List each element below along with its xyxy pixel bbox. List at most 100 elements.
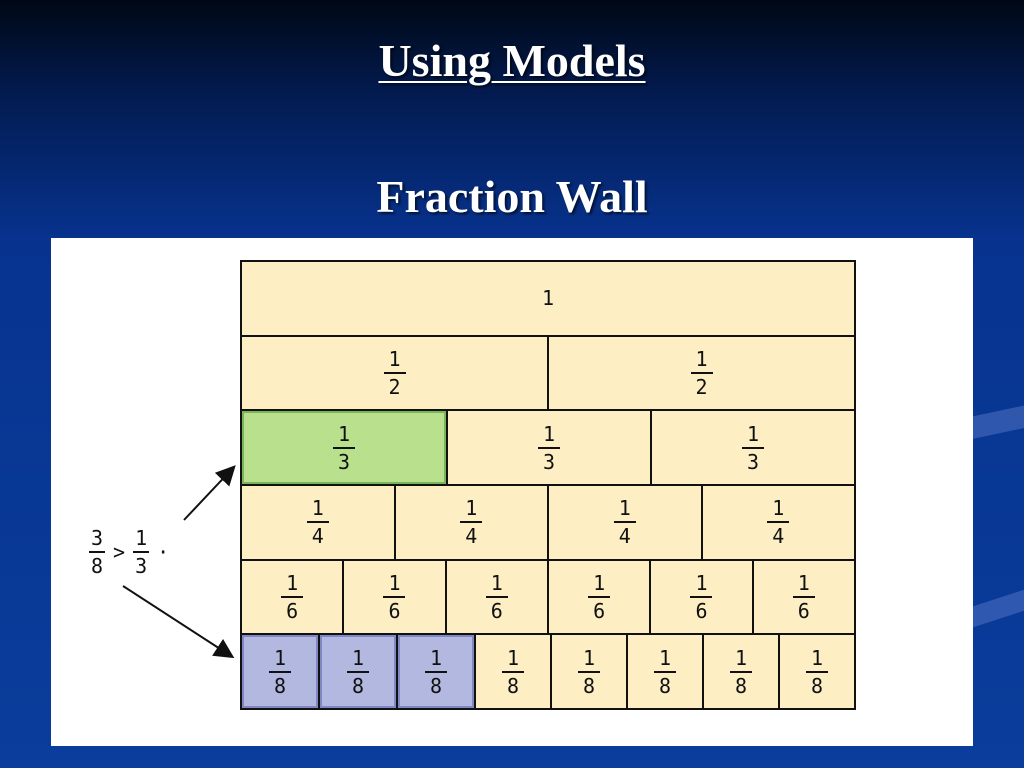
fraction-bar xyxy=(347,670,369,673)
fraction-denominator: 6 xyxy=(490,599,503,624)
fraction-bar xyxy=(538,446,560,449)
fraction-numerator: 1 xyxy=(465,496,478,521)
fraction-numerator: 1 xyxy=(582,645,596,670)
fraction-denominator: 4 xyxy=(772,524,785,549)
fraction-bar xyxy=(333,446,355,449)
fraction-bar xyxy=(425,670,447,673)
fraction-numerator: 1 xyxy=(734,645,748,670)
slide-title: Using Models xyxy=(378,35,646,86)
fraction-numerator: 1 xyxy=(658,645,672,670)
fraction-numerator: 1 xyxy=(593,571,606,596)
whole-label: 1 xyxy=(541,286,555,311)
fraction-denominator: 6 xyxy=(286,599,299,624)
fraction-numerator: 1 xyxy=(337,421,351,446)
fraction-numerator: 1 xyxy=(351,645,365,670)
fraction-denominator: 8 xyxy=(582,673,596,698)
comparison-trail: · xyxy=(157,540,170,564)
fraction-denominator: 4 xyxy=(311,524,324,549)
fraction-numerator: 1 xyxy=(746,421,760,446)
fraction-bar xyxy=(588,596,611,599)
fraction-denominator: 8 xyxy=(810,673,824,698)
fraction-denominator: 2 xyxy=(695,375,708,399)
fraction-numerator: 3 xyxy=(91,526,104,550)
fraction-bar xyxy=(502,670,524,673)
fraction-bar xyxy=(281,596,304,599)
fraction-bar xyxy=(806,670,828,673)
fraction-denominator: 6 xyxy=(797,599,810,624)
fraction-numerator: 1 xyxy=(542,421,556,446)
fraction-denominator: 2 xyxy=(388,375,401,399)
fraction-denominator: 4 xyxy=(465,524,478,549)
fraction-bar xyxy=(460,521,483,524)
fraction-numerator: 1 xyxy=(772,496,785,521)
fraction-bar xyxy=(133,551,150,553)
fraction-denominator: 3 xyxy=(337,449,351,474)
fraction-bar xyxy=(690,596,713,599)
fraction-numerator: 1 xyxy=(135,526,148,550)
fraction-numerator: 1 xyxy=(797,571,810,596)
arrow-to-eighths xyxy=(122,585,235,659)
fraction-three-eighths: 3 8 xyxy=(87,528,107,576)
fraction-denominator: 8 xyxy=(658,673,672,698)
fraction-numerator: 1 xyxy=(286,571,299,596)
fraction-denominator: 6 xyxy=(695,599,708,624)
fraction-bar xyxy=(383,372,406,374)
fraction-numerator: 1 xyxy=(429,645,443,670)
fraction-numerator: 1 xyxy=(695,571,708,596)
fraction-denominator: 8 xyxy=(506,673,520,698)
fraction-bar xyxy=(306,521,329,524)
wall-row: 1 xyxy=(242,262,854,335)
fraction-numerator: 1 xyxy=(273,645,287,670)
fraction-denominator: 8 xyxy=(734,673,748,698)
fraction-bar xyxy=(89,551,106,553)
fraction-denominator: 8 xyxy=(351,673,365,698)
fraction-numerator: 1 xyxy=(388,347,401,371)
fraction-numerator: 1 xyxy=(506,645,520,670)
fraction-bar xyxy=(269,670,291,673)
fraction-numerator: 1 xyxy=(311,496,324,521)
fraction-denominator: 3 xyxy=(746,449,760,474)
fraction-bar xyxy=(730,670,752,673)
fraction-bar xyxy=(792,596,815,599)
fraction-bar xyxy=(578,670,600,673)
